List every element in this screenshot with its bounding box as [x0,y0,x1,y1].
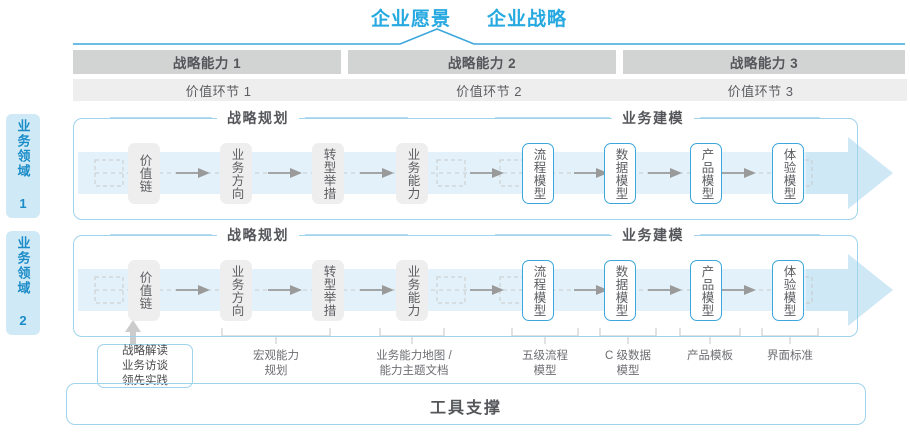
domain-tab-1[interactable]: 业务领域 1 [6,114,40,218]
node-experience-model-row2[interactable]: 体验模型 [772,260,804,321]
domain-tab-2[interactable]: 业务领域 2 [6,231,40,335]
tool-callout-strategy[interactable]: 战略解读 业务访谈 领先实践 [97,344,193,388]
node-business-capability-row1[interactable]: 业务能力 [396,143,428,204]
tool-label-capability-map: 业务能力地图 / 能力主题文档 [376,350,452,377]
tool-label-ui-standard: 界面标准 [767,350,813,362]
node-business-direction-row2[interactable]: 业务方向 [220,260,252,321]
row-1-planning-title: 战略规划 [217,108,299,128]
tool-support-title: 工具支撑 [429,400,503,417]
node-process-model-row2[interactable]: 流程模型 [522,260,554,321]
capability-bar-1[interactable]: 战略能力 1 [73,50,341,74]
node-process-model-row1[interactable]: 流程模型 [522,143,554,204]
capability-bar-2[interactable]: 战略能力 2 [348,50,616,74]
node-value-chain-row1[interactable]: 价值链 [128,143,160,204]
node-transformation-initiative-row1[interactable]: 转型举措 [312,143,344,204]
node-data-model-row2[interactable]: 数据模型 [604,260,636,321]
row-1-modeling-title: 业务建模 [612,108,694,128]
node-experience-model-row1[interactable]: 体验模型 [772,143,804,204]
node-transformation-initiative-row2[interactable]: 转型举措 [312,260,344,321]
business-domain-1-row [73,118,858,220]
node-business-capability-row2[interactable]: 业务能力 [396,260,428,321]
capability-bar-3[interactable]: 战略能力 3 [623,50,905,74]
tool-support-box [66,383,866,425]
node-value-chain-row2[interactable]: 价值链 [128,260,160,321]
stage-bar-2[interactable]: 价值环节 2 [341,79,637,101]
node-business-direction-row1[interactable]: 业务方向 [220,143,252,204]
enterprise-strategy-title: 企业战略 [487,9,568,30]
node-data-model-row1[interactable]: 数据模型 [604,143,636,204]
vision-strategy-connector-line [73,28,905,45]
row-2-planning-title: 战略规划 [217,225,299,245]
tool-label-process-model: 五级流程 模型 [522,350,568,377]
stage-bar-1[interactable]: 价值环节 1 [73,79,364,101]
tool-label-data-model: C 级数据 模型 [605,350,651,377]
tool-label-macro-capability: 宏观能力 规划 [253,350,299,377]
tool-label-product-template: 产品模板 [687,350,733,362]
business-domain-2-row [73,235,858,337]
node-product-model-row1[interactable]: 产品模型 [690,143,722,204]
node-product-model-row2[interactable]: 产品模型 [690,260,722,321]
row-2-modeling-title: 业务建模 [612,225,694,245]
enterprise-vision-title: 企业愿景 [371,9,452,30]
stage-bar-3[interactable]: 价值环节 3 [614,79,907,101]
